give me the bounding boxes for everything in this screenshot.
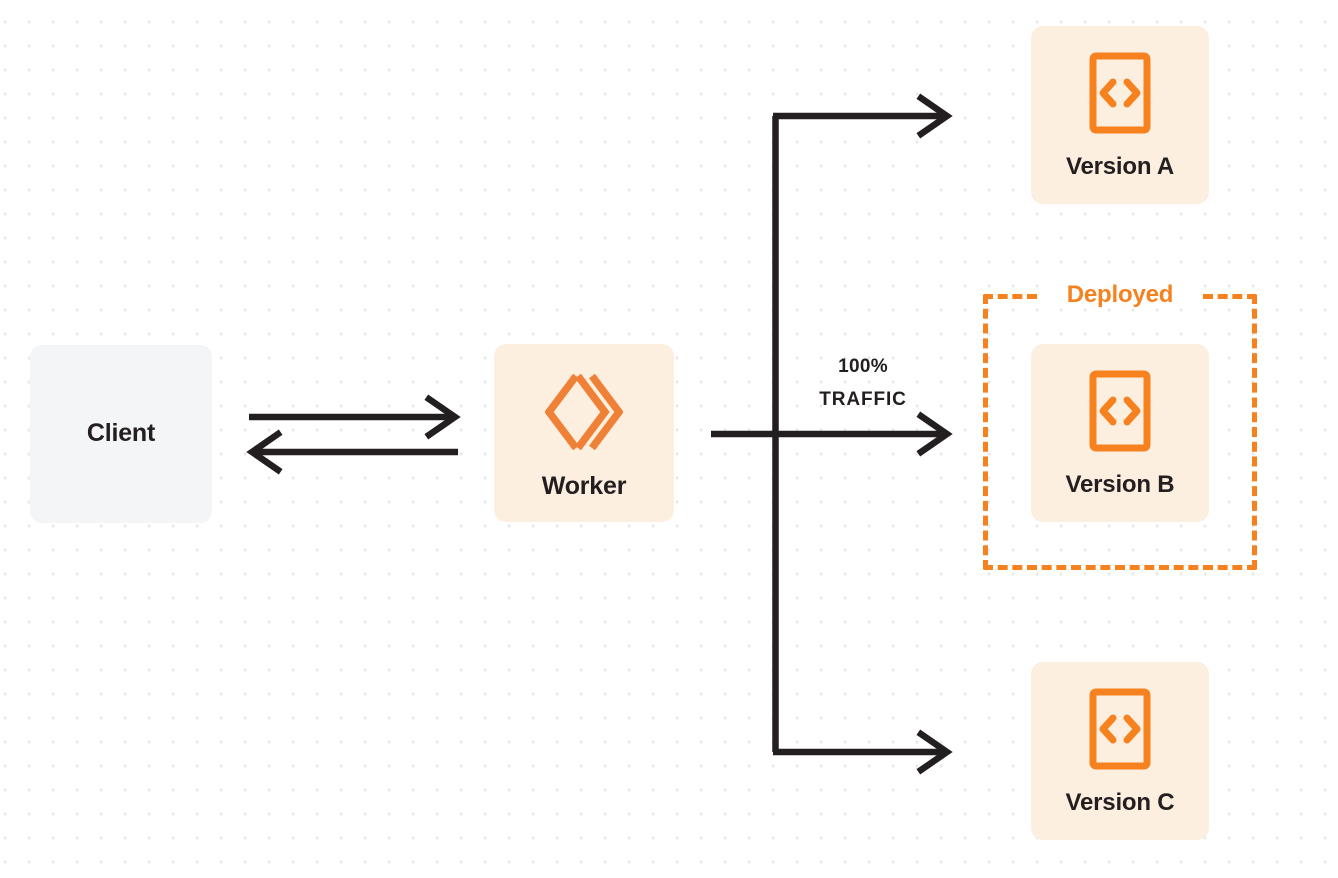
arrow-worker-to-version-a bbox=[773, 93, 953, 139]
code-document-icon bbox=[1089, 688, 1151, 770]
arrow-worker-to-client bbox=[246, 429, 458, 475]
node-version-b[interactable]: Version B bbox=[1031, 344, 1209, 522]
node-client[interactable]: Client bbox=[30, 345, 212, 523]
deployed-label: Deployed bbox=[1040, 282, 1200, 308]
traffic-percent: 100% bbox=[838, 356, 888, 377]
node-version-a[interactable]: Version A bbox=[1031, 26, 1209, 204]
arrow-worker-to-version-c bbox=[773, 729, 953, 775]
node-version-b-label: Version B bbox=[1065, 471, 1175, 498]
traffic-word: TRAFFIC bbox=[819, 389, 907, 410]
node-version-a-label: Version A bbox=[1065, 153, 1175, 180]
cloudflare-workers-logo-icon bbox=[545, 371, 623, 453]
node-worker-label: Worker bbox=[541, 472, 627, 500]
code-document-icon bbox=[1089, 370, 1151, 452]
node-client-label: Client bbox=[86, 419, 156, 448]
arrow-worker-to-version-b bbox=[711, 411, 953, 457]
node-worker[interactable]: Worker bbox=[494, 344, 674, 522]
code-document-icon bbox=[1089, 52, 1151, 134]
arrow-client-to-worker bbox=[249, 394, 461, 440]
node-version-c[interactable]: Version C bbox=[1031, 662, 1209, 840]
node-version-c-label: Version C bbox=[1065, 789, 1175, 816]
traffic-annotation: 100% TRAFFIC bbox=[783, 350, 943, 416]
